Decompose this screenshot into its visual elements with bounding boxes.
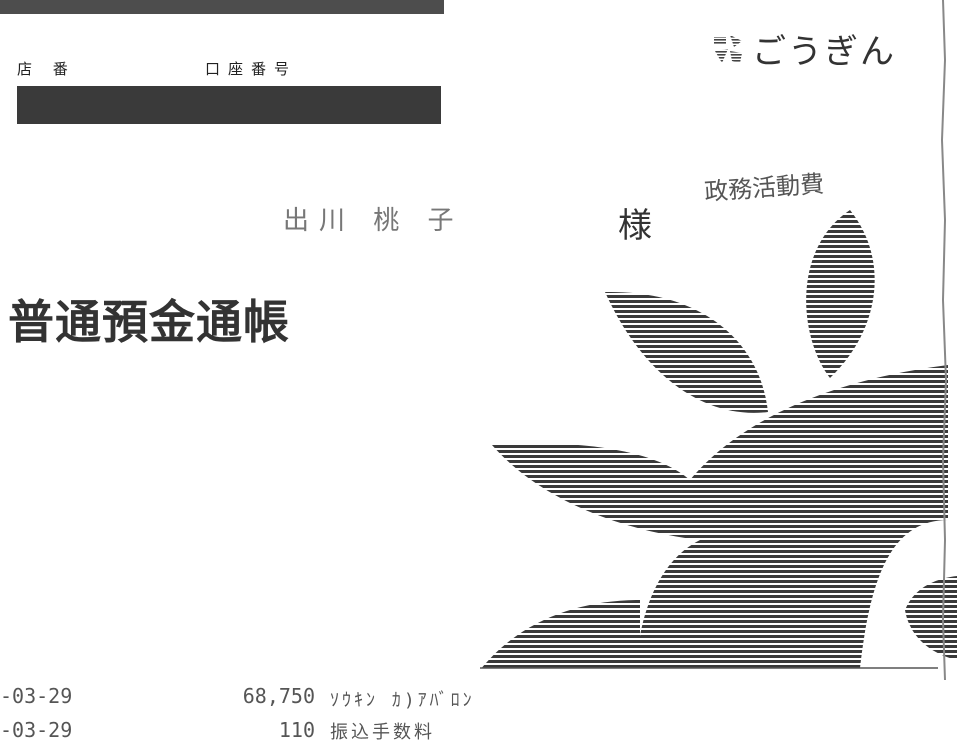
branch-label: 店 番: [17, 60, 76, 78]
transaction-description: ｿｳｷﾝ ｶ)ｱﾊﾞﾛﾝ: [330, 690, 475, 711]
account-number-label: 口座番号: [205, 60, 298, 78]
upper-right-leaf: [806, 210, 875, 378]
middle-leaf: [605, 291, 768, 413]
transaction-description: 振込手数料: [330, 722, 435, 743]
header-strip: [0, 0, 444, 14]
transaction-date: -03-29: [0, 718, 73, 742]
wing-shape: [492, 365, 948, 668]
lower-left-leaf: [480, 600, 640, 670]
bank-logo: ごうぎん: [712, 24, 896, 73]
right-paper-edge: [940, 0, 948, 680]
transaction-amount: 110: [278, 718, 315, 742]
honorific: 様: [618, 206, 652, 246]
redacted-account-info: [17, 86, 441, 124]
bank-name: ごうぎん: [752, 32, 896, 72]
gogin-logo-icon: [714, 34, 742, 63]
account-holder-name: 出川 桃 子: [283, 206, 464, 236]
transaction-date: -03-29: [0, 684, 73, 708]
transaction-amount: 68,750: [242, 684, 315, 708]
right-edge-leaf: [905, 576, 957, 660]
passbook-title: 普通預金通帳: [8, 295, 290, 349]
